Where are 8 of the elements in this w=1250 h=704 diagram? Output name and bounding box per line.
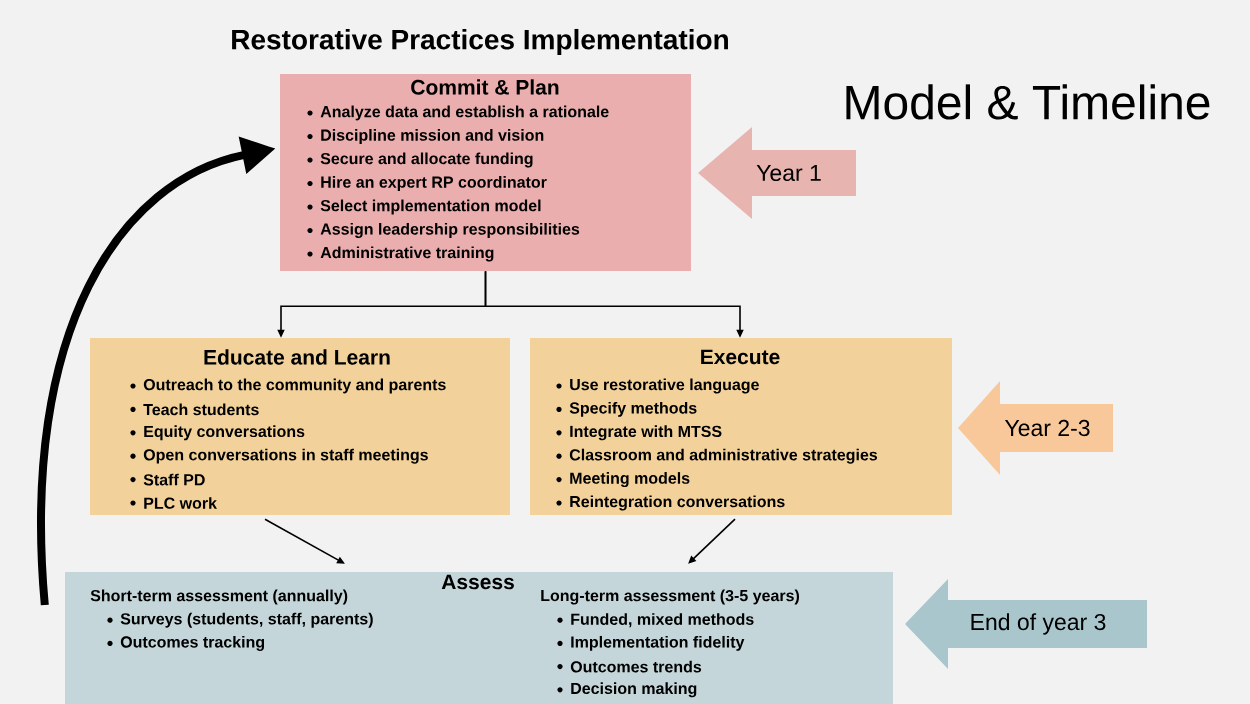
process-box: Commit & Plan Analyze data and establish a rationale Discipline mission and vision Secure and allocate funding Hire an expert RP coordinator Select implementation model Assign leadership responsibilities Administrative training (280, 74, 691, 271)
subtitle: Model & Timeline (846, 84, 1210, 120)
process-box: Educate and Learn Outreach to the community and parents Teach students Equity conversations Open conversations in staff meetings Staff PD PLC work (90, 338, 510, 515)
title: Restorative Practices Implementation (232, 28, 728, 56)
process-box: Execute Use restorative language Specify methods Integrate with MTSS Classroom and administrative strategies Meeting models Reintegration conversations (530, 338, 952, 515)
arrow (264, 518, 345, 564)
process-box: Assess Short-term assessment (annually) Surveys (students, staff, parents) Outcomes tracking Long-term assessment (3-5 years) Funded, mixed methods Implementation fidelity Outcomes trends Decision making (65, 572, 893, 704)
arrow (688, 518, 736, 564)
